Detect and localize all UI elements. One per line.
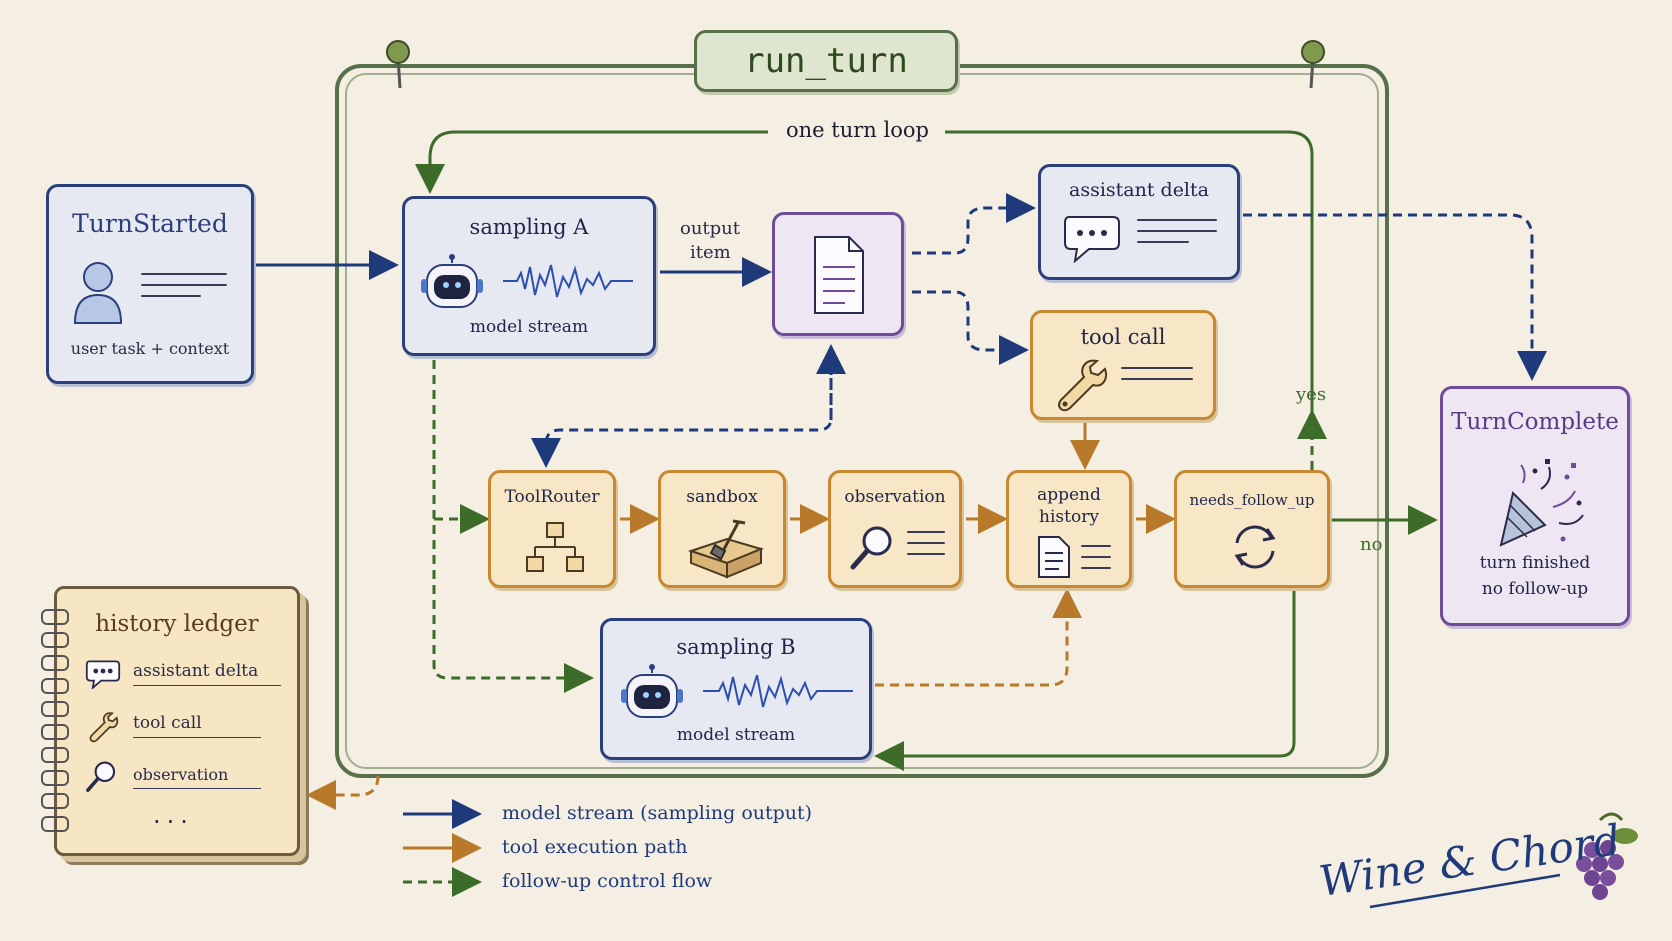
arrow-back-to-sampling-b [874, 590, 1296, 771]
wrench-icon [1058, 359, 1108, 412]
ledger-spiral [41, 609, 69, 839]
user-icon [73, 262, 123, 324]
ledger-item-3: observation [133, 765, 261, 789]
tool-router-node: ToolRouter [488, 470, 616, 588]
history-ledger: history ledger assistant delta tool call… [41, 586, 300, 856]
waveform-icon [703, 674, 853, 708]
chat-bubble-icon [85, 660, 121, 689]
legend-label-control: follow-up control flow [502, 870, 713, 892]
party-popper-icon [1499, 459, 1584, 547]
sampling-a-node: sampling A model stream [402, 196, 656, 356]
magnifier-icon [850, 526, 892, 570]
legend-label-tool: tool execution path [502, 836, 688, 858]
text-lines [1121, 367, 1193, 389]
sandbox-shovel-icon [687, 519, 765, 579]
brand-underline [1369, 873, 1561, 909]
turn-complete-caption-1: turn finished [1479, 553, 1591, 573]
output-item-label-2: item [690, 242, 731, 263]
append-history-title-2: history [1039, 507, 1099, 527]
observation-node: observation [828, 470, 962, 588]
assistant-delta-node: assistant delta [1038, 164, 1240, 280]
sampling-a-caption: model stream [469, 317, 589, 337]
ledger-item-1: assistant delta [133, 661, 281, 686]
turn-started-caption: user task + context [70, 339, 230, 358]
text-lines [141, 273, 227, 306]
arrow-output-to-tool [912, 290, 1029, 365]
append-history-title-1: append [1037, 485, 1101, 505]
tool-call-node: tool call [1030, 310, 1216, 420]
loop-label: one turn loop [780, 118, 935, 142]
chat-bubble-icon [1064, 216, 1120, 263]
frame-title: run_turn [744, 41, 908, 81]
observation-title: observation [844, 487, 946, 507]
tool-call-title: tool call [1080, 325, 1166, 349]
turn-started-node: TurnStarted user task + context [46, 184, 254, 384]
waveform-icon [503, 264, 633, 298]
robot-icon [421, 254, 483, 308]
hierarchy-icon [526, 522, 584, 572]
grapes-icon [1576, 812, 1638, 900]
refresh-icon [1234, 525, 1276, 569]
loop-arrow-left [415, 130, 768, 194]
tool-router-title: ToolRouter [504, 487, 600, 507]
arrow-sampling-b-to-append [875, 588, 1082, 687]
turn-complete-caption-2: no follow-up [1481, 579, 1589, 599]
arrow-followup-down [432, 360, 594, 693]
needs-follow-up-title: needs_follow_up [1189, 491, 1315, 509]
turn-started-title: TurnStarted [72, 209, 228, 238]
sampling-b-title: sampling B [676, 635, 796, 659]
document-icon [814, 236, 864, 314]
run-turn-tab: run_turn [694, 30, 958, 92]
text-lines [907, 531, 945, 564]
sandbox-node: sandbox [658, 470, 786, 588]
sampling-b-node: sampling B model stream [600, 618, 872, 760]
legend-label-model: model stream (sampling output) [502, 802, 813, 824]
robot-icon [621, 664, 683, 718]
append-history-node: append history [1006, 470, 1132, 588]
output-item-label-1: output [680, 218, 741, 239]
ledger-item-2: tool call [133, 713, 261, 738]
arrow-output-to-delta [912, 193, 1036, 255]
sampling-a-title: sampling A [469, 215, 589, 239]
assistant-delta-title: assistant delta [1069, 179, 1209, 201]
pin-right [1301, 40, 1325, 89]
wrench-icon [89, 712, 119, 743]
arrow-to-ledger [306, 775, 380, 810]
sandbox-title: sandbox [686, 487, 758, 507]
turn-complete-node: TurnComplete turn finished no follow-up [1440, 386, 1630, 626]
yes-label: yes [1296, 384, 1327, 405]
ledger-title: history ledger [95, 611, 259, 637]
arrow-output-router-link [531, 348, 833, 468]
no-label: no [1360, 534, 1383, 555]
arrow-delta-to-complete [1243, 213, 1547, 381]
document-icon [1038, 536, 1070, 578]
needs-follow-up-node: needs_follow_up [1174, 470, 1330, 588]
text-lines [1137, 219, 1217, 252]
output-item-node [772, 212, 904, 336]
pin-left [386, 40, 410, 89]
turn-complete-title: TurnComplete [1451, 409, 1619, 435]
loop-arrow [945, 130, 1314, 435]
magnifier-icon [86, 761, 116, 792]
text-lines [1081, 545, 1111, 578]
sampling-b-caption: model stream [676, 725, 796, 745]
ledger-ellipsis: ... [153, 801, 194, 829]
